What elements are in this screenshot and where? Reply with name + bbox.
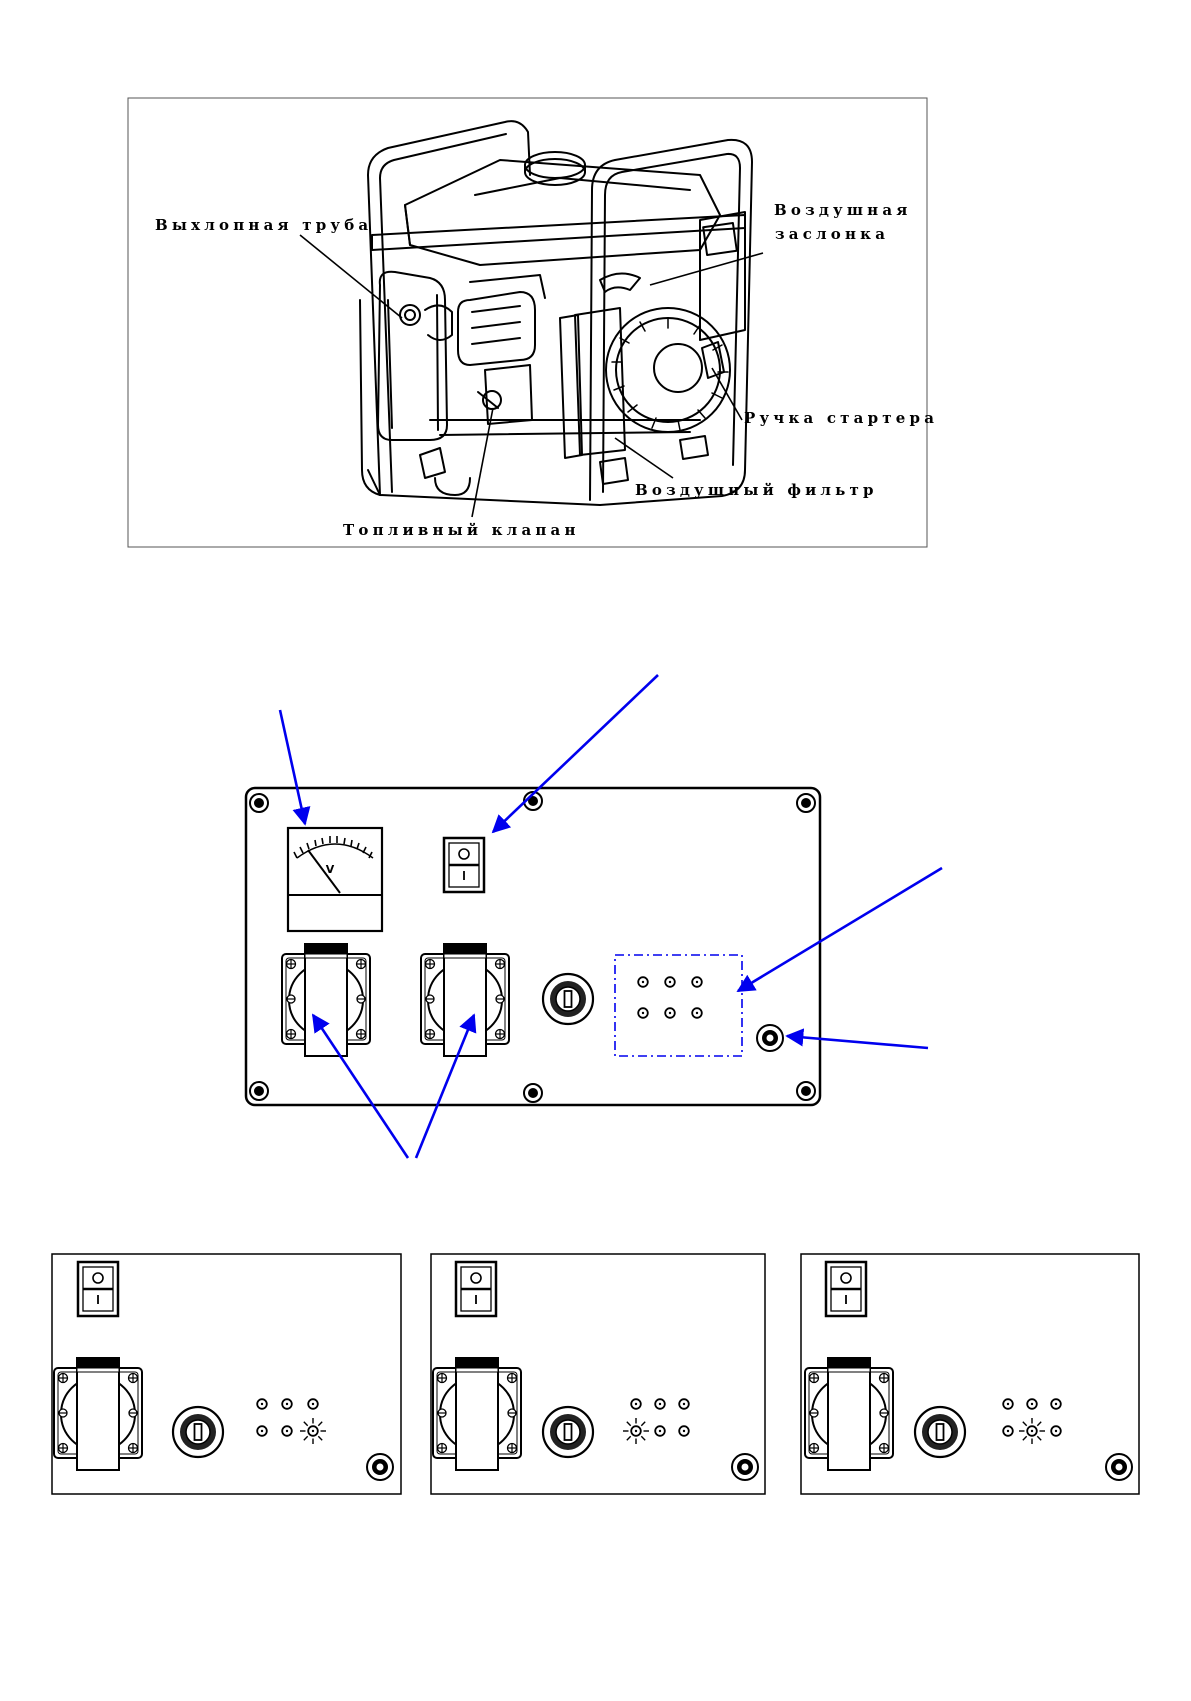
- indicator-panel-2: [430, 1253, 766, 1495]
- panel-bolt: [249, 793, 269, 813]
- label-air-filter: Воздушный фильтр: [635, 481, 878, 499]
- arrow-to-led-block: [736, 866, 943, 993]
- exhaust-outlet: [399, 304, 421, 326]
- indicator-led-lit: [1018, 1417, 1046, 1445]
- circuit-breaker-button[interactable]: [541, 1405, 595, 1459]
- arrow-to-ground-terminal: [785, 1028, 929, 1050]
- label-fuel-valve: Топливный клапан: [343, 521, 580, 539]
- arrow-to-main-switch: [491, 674, 659, 834]
- panel-bolt: [523, 1083, 543, 1103]
- muffler: [377, 270, 448, 441]
- voltmeter: V: [286, 826, 384, 933]
- indicator-led: [256, 1425, 268, 1437]
- indicator-led: [307, 1398, 319, 1410]
- label-exhaust-pipe: Выхлопная труба: [155, 216, 372, 234]
- generator-illustration: [359, 120, 753, 506]
- indicator-led: [256, 1398, 268, 1410]
- indicator-led: [281, 1425, 293, 1437]
- indicator-led: [637, 976, 649, 988]
- panel-bolt: [249, 1081, 269, 1101]
- label-choke-line2: заслонка: [775, 225, 889, 243]
- circuit-breaker-button[interactable]: [171, 1405, 225, 1459]
- indicator-led: [678, 1425, 690, 1437]
- indicator-led: [664, 976, 676, 988]
- arrow-to-socket-1: [311, 1013, 410, 1159]
- voltmeter-ticks: [293, 836, 373, 859]
- indicator-led: [1002, 1398, 1014, 1410]
- annotation-arrows: [278, 674, 943, 1159]
- engine-cylinder: [457, 291, 536, 366]
- indicator-led: [654, 1398, 666, 1410]
- starter-handle: [701, 341, 725, 379]
- voltmeter-needle: [307, 849, 341, 894]
- generator-figure-frame: [127, 97, 928, 548]
- generator-figure: Выхлопная труба Воздушная заслонка Ручка…: [127, 97, 938, 548]
- indicator-led: [678, 1398, 690, 1410]
- ground-terminal[interactable]: [366, 1453, 394, 1481]
- indicator-led: [637, 1007, 649, 1019]
- control-panel: V: [244, 674, 943, 1159]
- voltmeter-unit: V: [326, 863, 335, 876]
- indicator-led-block: [614, 954, 743, 1057]
- frame-tube-right: [589, 138, 753, 506]
- label-starter-handle: Ручка стартера: [744, 409, 938, 427]
- frame-tube-left: [367, 120, 531, 496]
- circuit-breaker-button[interactable]: [913, 1405, 967, 1459]
- indicator-led-lit: [299, 1417, 327, 1445]
- indicator-led: [654, 1425, 666, 1437]
- label-choke-line1: Воздушная: [774, 201, 912, 219]
- indicator-led: [281, 1398, 293, 1410]
- indicator-led: [1050, 1398, 1062, 1410]
- generator-leader-lines: [299, 234, 764, 518]
- indicator-panel-3: [800, 1253, 1140, 1495]
- panel-bolt: [796, 793, 816, 813]
- circuit-breaker-button[interactable]: [541, 972, 595, 1026]
- indicator-led-lit: [622, 1417, 650, 1445]
- indicator-led: [664, 1007, 676, 1019]
- indicator-led: [1026, 1398, 1038, 1410]
- arrow-to-socket-2: [414, 1013, 477, 1159]
- indicator-led: [1050, 1425, 1062, 1437]
- indicator-led: [691, 1007, 703, 1019]
- ground-terminal[interactable]: [731, 1453, 759, 1481]
- control-panel-plate: [244, 786, 822, 1107]
- air-filter-box: [574, 307, 626, 456]
- ground-terminal[interactable]: [756, 1024, 784, 1052]
- arrow-to-voltmeter: [278, 709, 311, 826]
- ground-terminal[interactable]: [1105, 1453, 1133, 1481]
- voltmeter-scale: [296, 843, 374, 859]
- indicator-panel-1: [51, 1253, 402, 1495]
- fuel-tank: [404, 159, 721, 266]
- panel-bolt: [796, 1081, 816, 1101]
- indicator-led: [691, 976, 703, 988]
- indicator-led: [1002, 1425, 1014, 1437]
- indicator-led: [630, 1398, 642, 1410]
